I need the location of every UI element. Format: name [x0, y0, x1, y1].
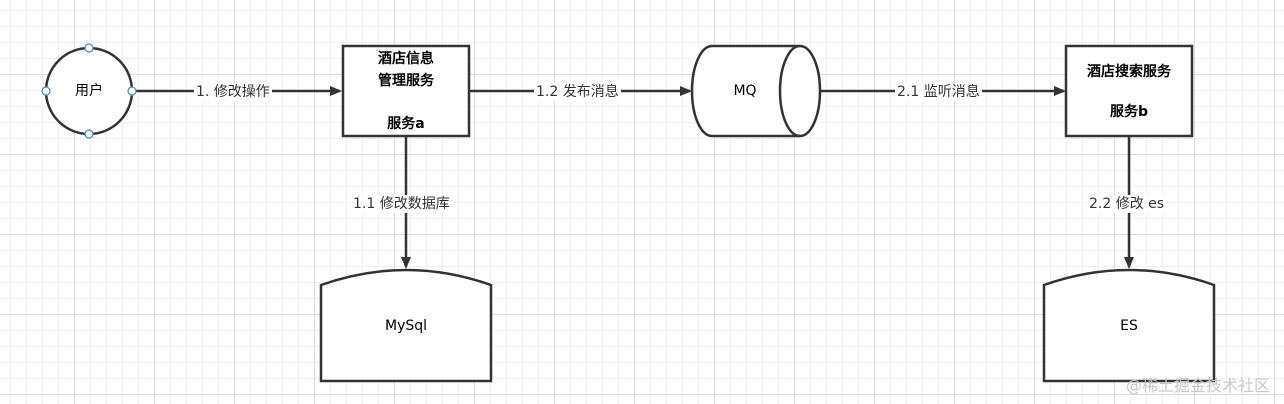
es-label: ES — [1120, 318, 1138, 334]
connection-handle[interactable] — [84, 129, 94, 139]
connection-handle[interactable] — [84, 43, 94, 53]
user-label: 用户 — [75, 83, 103, 99]
service-a-line1: 酒店信息 — [378, 51, 434, 67]
service-a-line2: 管理服务 — [378, 73, 434, 89]
es-node[interactable] — [1042, 268, 1216, 383]
edge-label-1-2: 1.2 发布消息 — [534, 83, 621, 101]
connection-handle[interactable] — [41, 86, 51, 96]
mq-cylinder-face — [778, 44, 801, 138]
watermark: @稀土掘金技术社区 — [1125, 376, 1270, 395]
service-b-line2: 服务b — [1109, 104, 1149, 120]
mysql-node[interactable] — [319, 268, 493, 383]
service-b-node[interactable] — [1064, 44, 1194, 138]
edge-label-2-1: 2.1 监听消息 — [895, 83, 982, 101]
connection-handle[interactable] — [127, 86, 137, 96]
mysql-label: MySql — [384, 318, 428, 334]
service-b-line1: 酒店搜索服务 — [1087, 64, 1171, 80]
service-a-line3: 服务a — [387, 116, 425, 132]
service-a-node[interactable] — [341, 44, 471, 138]
edge-label-2-2: 2.2 修改 es — [1087, 195, 1167, 213]
edge-label-1: 1. 修改操作 — [194, 83, 272, 101]
mq-label: MQ — [733, 83, 757, 99]
edge-label-1-1: 1.1 修改数据库 — [351, 195, 452, 213]
